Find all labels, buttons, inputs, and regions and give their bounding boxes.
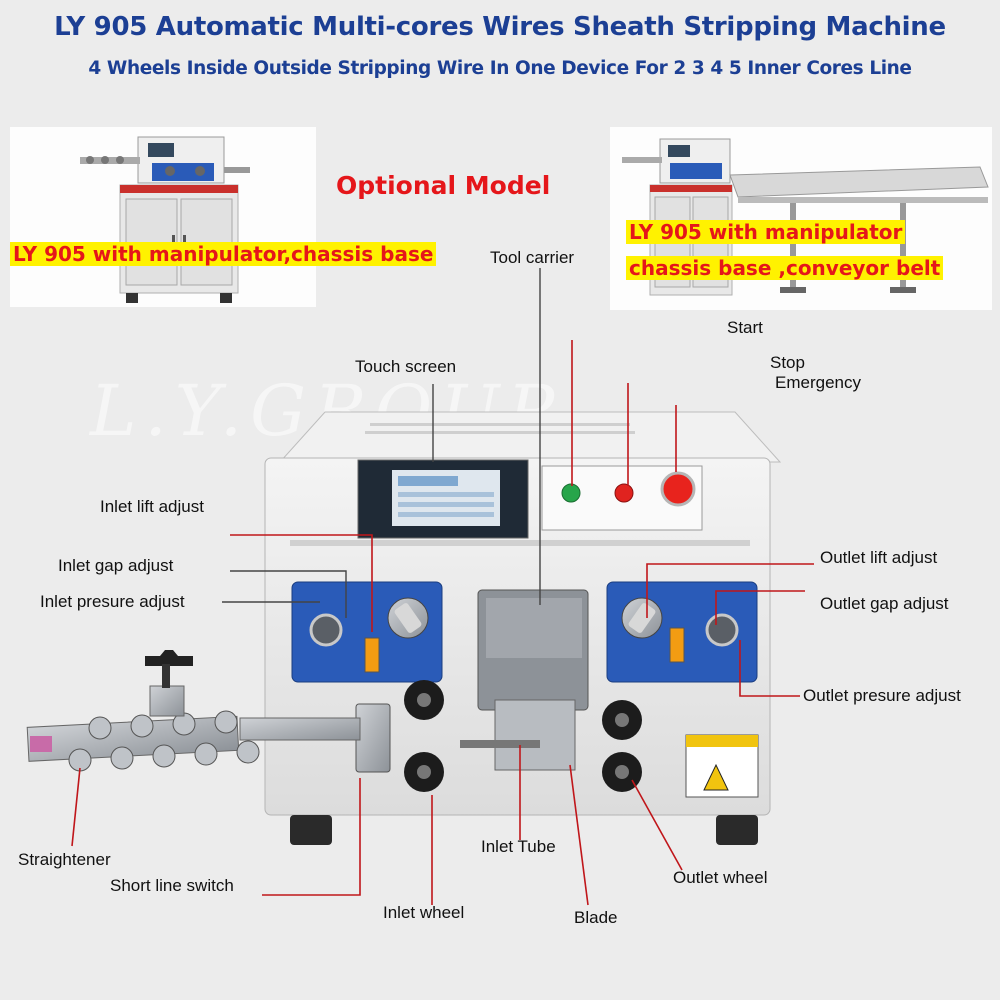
label-inlet-lift: Inlet lift adjust xyxy=(100,497,204,516)
label-inlet-tube: Inlet Tube xyxy=(481,837,556,856)
label-tool-carrier: Tool carrier xyxy=(490,248,575,267)
photo-model-chassis xyxy=(10,127,316,307)
label-blade: Blade xyxy=(574,908,618,927)
model-b-label-line1: LY 905 with manipulator xyxy=(626,220,906,244)
label-inlet-gap: Inlet gap adjust xyxy=(58,556,174,575)
page-title: LY 905 Automatic Multi-cores Wires Sheat… xyxy=(54,12,946,42)
label-outlet-pressure: Outlet presure adjust xyxy=(803,686,961,705)
label-inlet-wheel: Inlet wheel xyxy=(383,903,465,922)
label-straightener: Straightener xyxy=(18,850,111,869)
label-emergency: Emergency xyxy=(775,373,861,392)
label-touch-screen: Touch screen xyxy=(355,357,457,376)
label-outlet-gap: Outlet gap adjust xyxy=(820,594,949,613)
optional-model-heading: Optional Model xyxy=(336,171,551,200)
label-outlet-wheel: Outlet wheel xyxy=(673,868,768,887)
model-a-label: LY 905 with manipulator,chassis base xyxy=(10,242,437,266)
label-stop: Stop xyxy=(770,353,805,372)
label-start: Start xyxy=(727,318,763,337)
label-outlet-lift: Outlet lift adjust xyxy=(820,548,938,567)
label-short-line-switch: Short line switch xyxy=(110,876,234,895)
label-inlet-pressure: Inlet presure adjust xyxy=(40,592,185,611)
model-b-label-line2: chassis base ,conveyor belt xyxy=(626,256,944,280)
page-subtitle: 4 Wheels Inside Outside Stripping Wire I… xyxy=(88,58,912,79)
